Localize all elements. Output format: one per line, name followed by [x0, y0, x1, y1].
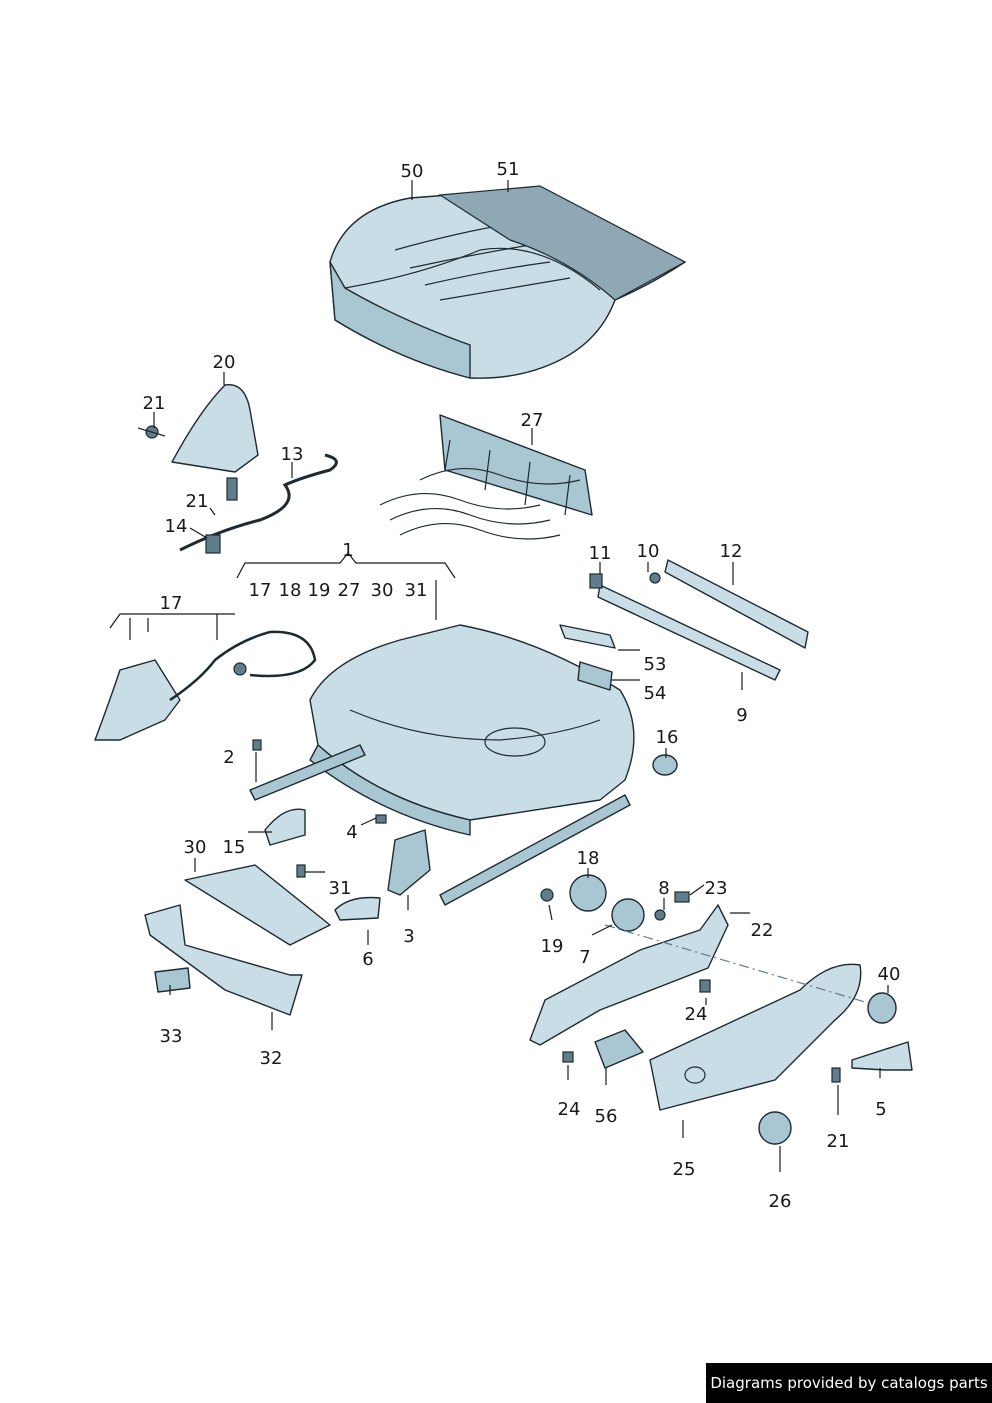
callout-50: 50 — [401, 161, 424, 182]
callout-25: 25 — [673, 1159, 696, 1180]
callout-19: 19 — [541, 936, 564, 957]
callout-31: 31 — [329, 878, 352, 899]
callout-51: 51 — [497, 159, 520, 180]
credit-banner: Diagrams provided by catalogs parts — [706, 1363, 992, 1403]
side-panel-group — [562, 963, 913, 1145]
motor-group — [529, 874, 729, 1046]
cap-16 — [652, 754, 678, 776]
spring-mat-27 — [379, 414, 593, 540]
callout-1-sub-27: 27 — [338, 580, 361, 601]
callout-16: 16 — [656, 727, 679, 748]
cable-13 — [179, 453, 338, 554]
side-cover-20 — [137, 384, 259, 501]
callout-labels: 50 51 20 21 13 27 21 14 1 17 18 19 27 30… — [143, 159, 901, 1212]
callout-3: 3 — [403, 926, 414, 947]
callout-2: 2 — [223, 747, 234, 768]
callout-21c: 21 — [827, 1131, 850, 1152]
callout-20: 20 — [213, 352, 236, 373]
callout-23: 23 — [705, 878, 728, 899]
seat-frame-1 — [249, 624, 635, 906]
callout-18: 18 — [577, 848, 600, 869]
callout-30: 30 — [184, 837, 207, 858]
callout-9: 9 — [736, 705, 747, 726]
callout-6: 6 — [362, 949, 373, 970]
callout-14: 14 — [165, 516, 188, 537]
seat-cushion — [329, 185, 687, 379]
callout-24b: 24 — [558, 1099, 581, 1120]
callout-5: 5 — [875, 1099, 886, 1120]
callout-21b: 21 — [186, 491, 209, 512]
callout-22: 22 — [751, 920, 774, 941]
callout-54: 54 — [644, 683, 667, 704]
callout-13: 13 — [281, 444, 304, 465]
callout-56: 56 — [595, 1106, 618, 1127]
callout-26: 26 — [769, 1191, 792, 1212]
leader-lines — [109, 180, 889, 1172]
callout-11: 11 — [589, 543, 612, 564]
callout-24a: 24 — [685, 1004, 708, 1025]
callout-21a: 21 — [143, 393, 166, 414]
callout-1-sub-30: 30 — [371, 580, 394, 601]
callout-27: 27 — [521, 410, 544, 431]
callout-1-sub-18: 18 — [279, 580, 302, 601]
callout-17: 17 — [160, 593, 183, 614]
callout-53: 53 — [644, 654, 667, 675]
callout-15: 15 — [223, 837, 246, 858]
callout-1-sub-19: 19 — [308, 580, 331, 601]
callout-8: 8 — [658, 878, 669, 899]
callout-33: 33 — [160, 1026, 183, 1047]
rails-9-12 — [589, 559, 809, 681]
callout-4: 4 — [346, 822, 357, 843]
callout-32: 32 — [260, 1048, 283, 1069]
callout-1: 1 — [342, 540, 353, 561]
callout-1-sub-31: 31 — [405, 580, 428, 601]
panel-30-33 — [144, 864, 331, 1016]
callout-7: 7 — [579, 947, 590, 968]
brackets-53-54 — [559, 624, 616, 691]
callout-12: 12 — [720, 541, 743, 562]
small-parts — [252, 739, 431, 921]
callout-1-sub-17: 17 — [249, 580, 272, 601]
callout-40: 40 — [878, 964, 901, 985]
callout-10: 10 — [637, 541, 660, 562]
mechanism-17 — [94, 630, 317, 741]
